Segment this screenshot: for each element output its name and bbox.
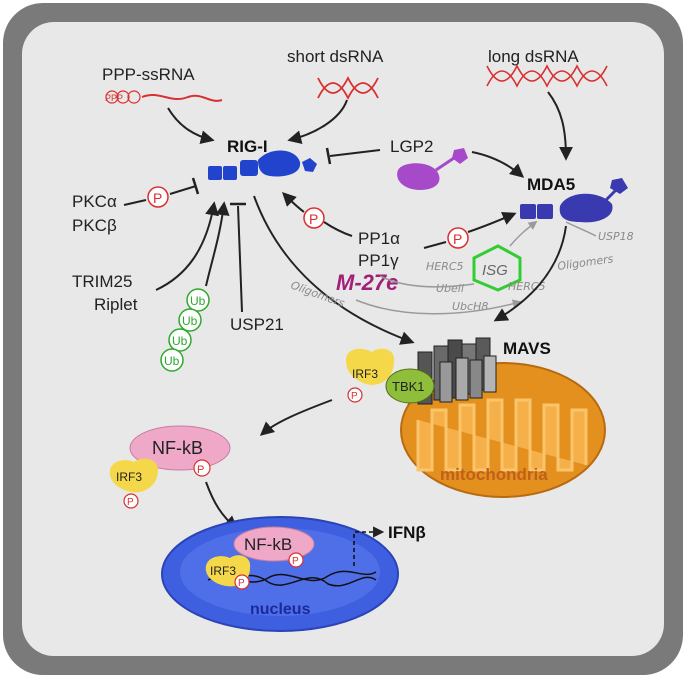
phospho-badge-irf3-nuc: P — [234, 574, 250, 590]
m27e-annotation: M-27e — [336, 270, 398, 295]
mitochondria-label: mitochondria — [440, 465, 548, 484]
usp18-annotation: USP18 — [598, 230, 634, 243]
usp21-label: USP21 — [230, 315, 284, 334]
ubiquitin-chain: Ub Ub Ub Ub — [160, 288, 210, 372]
arrow-lgp2-to-mda5 — [471, 151, 525, 178]
herc5-small-annotation: HERC5 — [508, 280, 546, 293]
rigi-label: RIG-I — [227, 137, 268, 156]
pp1g-label: PP1γ — [358, 251, 399, 270]
long-dsrna: long dsRNA — [486, 47, 608, 88]
arrow-pp1-to-rigi — [284, 194, 353, 237]
riplet-label: Riplet — [94, 295, 138, 314]
nfkb-cytoplasm: NF-kB — [129, 425, 231, 471]
ub-3: Ub — [168, 328, 192, 352]
svg-text:P: P — [351, 391, 358, 402]
ubell-annotation: Ubell — [436, 282, 464, 295]
svg-text:ISG: ISG — [482, 262, 508, 279]
phospho-badge-nfkb-nuc: P — [288, 552, 304, 568]
inhibit-pkc-rigi — [123, 185, 197, 206]
irf3-nucleus-label: IRF3 — [210, 564, 236, 578]
arrow-ssrna-to-rigi — [167, 107, 215, 145]
nucleus-label: nucleus — [250, 601, 311, 618]
hand-arrow-isg-rigi — [379, 275, 475, 288]
short-dsrna: short dsRNA — [287, 47, 384, 101]
short-dsrna-label: short dsRNA — [287, 47, 384, 66]
svg-text:P: P — [127, 497, 134, 508]
irf3-mavs: IRF3 — [346, 348, 395, 385]
svg-text:Ub: Ub — [164, 354, 180, 368]
nfkb-nucleus-label: NF-kB — [244, 535, 292, 554]
arrow-shortdsrna-to-rigi — [287, 99, 348, 145]
ifnb-label: IFNβ — [388, 523, 426, 542]
arrow-longdsrna-to-mda5 — [547, 91, 573, 161]
ppp-ssrna: PPP-ssRNA PPP — [102, 65, 223, 104]
ub-1: Ub — [186, 288, 210, 312]
arrow-trim25-to-rigi — [155, 201, 219, 291]
irf3-cytoplasm: IRF3 — [109, 458, 158, 493]
nfkb-cytoplasm-label: NF-kB — [152, 438, 203, 458]
svg-text:P: P — [153, 190, 162, 206]
hand-arrow-oligomers — [355, 299, 522, 315]
svg-text:P: P — [292, 556, 299, 567]
hercs-annotation: HERC5 — [426, 260, 464, 273]
lgp2-protein — [397, 148, 468, 190]
pkcb-label: PKCβ — [72, 216, 117, 235]
mavs-label: MAVS — [503, 339, 551, 358]
arrow-mda5-to-mavs — [493, 225, 567, 322]
arrow-rigi-to-mavs — [253, 195, 415, 345]
irf3-mavs-label: IRF3 — [352, 367, 378, 381]
ub-4: Ub — [160, 348, 184, 372]
ppp-ssrna-label: PPP-ssRNA — [102, 65, 195, 84]
trim25-label: TRIM25 — [72, 272, 132, 291]
inhibit-bar-lgp2 — [325, 147, 332, 165]
mda5-label: MDA5 — [527, 175, 575, 194]
arrow-pp1-to-mda5 — [423, 214, 514, 249]
rigi-protein — [208, 150, 317, 180]
pp1a-label: PP1α — [358, 229, 400, 248]
hand-arrow-usp18 — [565, 221, 597, 237]
irf3-cytoplasm-label: IRF3 — [116, 470, 142, 484]
phospho-badge-pkc: P — [147, 186, 169, 208]
arrow-ub-to-rigi — [205, 201, 230, 287]
mavs-cluster — [417, 337, 497, 405]
svg-text:P: P — [309, 211, 318, 227]
phospho-badge-irf3-mavs: P — [347, 387, 363, 403]
svg-text:Ub: Ub — [172, 334, 188, 348]
phospho-badge-nfkb: P — [193, 459, 211, 477]
svg-text:Ub: Ub — [190, 294, 206, 308]
svg-text:P: P — [238, 578, 245, 589]
ppp-tag: PPP — [105, 93, 123, 103]
arrow-mavs-to-nfkb — [259, 399, 333, 436]
pkca-label: PKCα — [72, 192, 117, 211]
isg-annotation: ISG — [472, 244, 522, 292]
inhibit-usp21-rigi — [237, 205, 243, 313]
phospho-badge-pp1-rigi: P — [303, 207, 325, 229]
inhibit-lgp2-rigi — [329, 149, 381, 157]
tbk1: TBK1 — [385, 368, 435, 404]
phospho-badge-pp1-mda5: P — [447, 227, 469, 249]
svg-text:P: P — [453, 231, 462, 247]
hand-arrow-isg-mda5 — [509, 220, 538, 247]
lgp2-label: LGP2 — [390, 137, 433, 156]
nfkb-nucleus: NF-kB — [233, 526, 315, 562]
tbk1-label: TBK1 — [392, 379, 425, 394]
phospho-badge-irf3-cyto: P — [123, 493, 139, 509]
ub-2: Ub — [178, 308, 202, 332]
inhibit-bar-pkc — [191, 177, 200, 195]
long-dsrna-label: long dsRNA — [488, 47, 579, 66]
mda5-protein — [520, 178, 628, 223]
svg-text:Ub: Ub — [182, 314, 198, 328]
arrow-ifnb-transcription — [353, 526, 385, 566]
svg-text:P: P — [197, 464, 204, 476]
